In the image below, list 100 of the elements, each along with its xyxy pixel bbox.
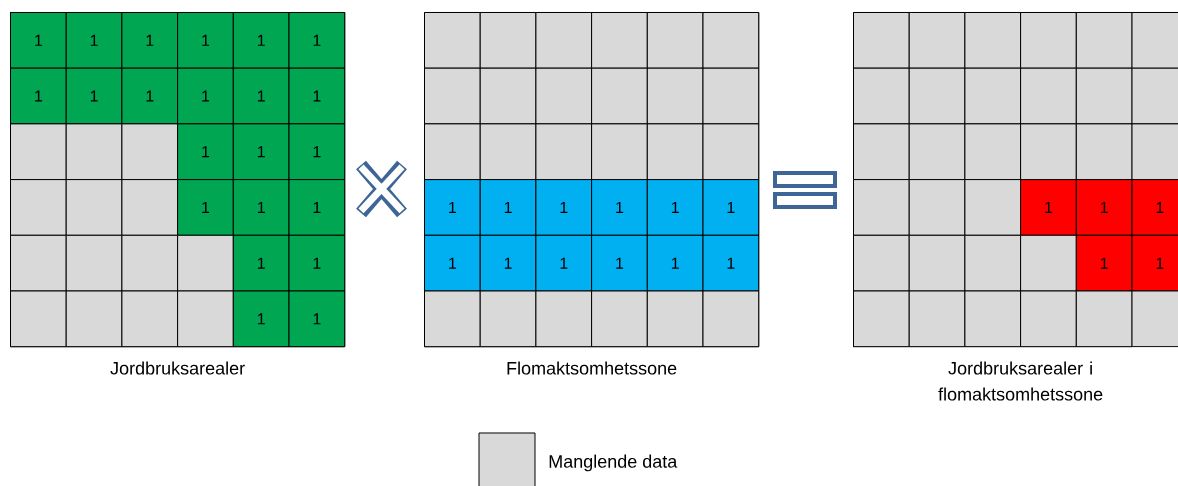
grid-cell: 1 xyxy=(535,179,593,236)
grid-cell xyxy=(702,290,760,348)
grid-cell xyxy=(1075,290,1133,348)
legend-label: Manglende data xyxy=(549,454,678,472)
grid-cell: 1 xyxy=(702,234,760,292)
grid-cell xyxy=(10,234,67,292)
grid-cell xyxy=(964,234,1022,292)
grid-cell: 1 xyxy=(591,179,648,236)
grid-cell xyxy=(121,234,179,292)
grid-cell xyxy=(1131,67,1178,125)
grid-cell xyxy=(121,123,179,181)
grid-cell xyxy=(964,123,1022,181)
grid-cell: 1 xyxy=(1020,179,1077,236)
grid-cell: 1 xyxy=(10,67,67,125)
grid-cell xyxy=(177,234,234,292)
grid-cell: 1 xyxy=(702,179,760,236)
grid-cell xyxy=(424,123,481,181)
grid-cell: 1 xyxy=(10,12,67,69)
grid-cell xyxy=(1020,123,1077,181)
grid-cell xyxy=(1020,67,1077,125)
grid-cell: 1 xyxy=(591,234,648,292)
grid-cell xyxy=(1075,123,1133,181)
grid-cell xyxy=(853,290,910,348)
grid-cell: 1 xyxy=(424,234,481,292)
grid-cell xyxy=(1075,12,1133,69)
grid-cell: 1 xyxy=(288,67,346,125)
grid-cell xyxy=(65,123,123,181)
grid-cell: 1 xyxy=(65,12,123,69)
grid-cell: 1 xyxy=(535,234,593,292)
grid-cell: 1 xyxy=(177,179,234,236)
grid-cell: 1 xyxy=(232,290,290,348)
grid-cell xyxy=(177,290,234,348)
grid-cell: 1 xyxy=(646,179,704,236)
grid-cell: 1 xyxy=(232,123,290,181)
grid-cell xyxy=(702,12,760,69)
grid-cell: 1 xyxy=(232,234,290,292)
grid-cell xyxy=(121,179,179,236)
grid-cell: 1 xyxy=(232,179,290,236)
grid-cell xyxy=(964,179,1022,236)
grid-cell xyxy=(591,67,648,125)
grid-cell: 1 xyxy=(177,67,234,125)
grid-cell: 1 xyxy=(1131,234,1178,292)
grid-cell: 1 xyxy=(1075,234,1133,292)
grid-cell xyxy=(853,179,910,236)
grid-cell xyxy=(591,123,648,181)
grid-cell xyxy=(702,67,760,125)
grid-cell: 1 xyxy=(479,179,537,236)
grid-cell xyxy=(121,290,179,348)
grid-cell xyxy=(1131,290,1178,348)
grid-cell xyxy=(65,290,123,348)
grid-cell: 1 xyxy=(479,234,537,292)
grid-cell xyxy=(591,290,648,348)
grid-cell: 1 xyxy=(121,67,179,125)
grid-cell xyxy=(424,290,481,348)
grid-cell xyxy=(591,12,648,69)
grid-cell xyxy=(424,67,481,125)
grid-caption: Jordbruksarealer i flomaktsomhetssone xyxy=(938,361,1103,401)
grid-cell xyxy=(853,234,910,292)
grid-cell xyxy=(1020,12,1077,69)
grid-cell: 1 xyxy=(288,234,346,292)
grid-cell xyxy=(646,290,704,348)
grid-cell xyxy=(535,123,593,181)
grid-cell xyxy=(10,290,67,348)
grid-cell xyxy=(535,67,593,125)
grid-cell xyxy=(908,234,966,292)
grid-cell xyxy=(479,12,537,69)
grid-cell xyxy=(424,12,481,69)
grid-caption: Jordbruksarealer xyxy=(110,361,245,375)
grid-cell xyxy=(964,290,1022,348)
grid-cell xyxy=(10,179,67,236)
grid-cell xyxy=(1131,12,1178,69)
grid-cell xyxy=(908,179,966,236)
grid-cell xyxy=(853,67,910,125)
grid-cell xyxy=(479,123,537,181)
grid-cell xyxy=(646,123,704,181)
grid-cell xyxy=(908,12,966,69)
grid-cell xyxy=(1075,67,1133,125)
grid-cell xyxy=(908,290,966,348)
grid-cell: 1 xyxy=(177,123,234,181)
grid-cell xyxy=(1131,123,1178,181)
grid-cell: 1 xyxy=(288,290,346,348)
grid-cell xyxy=(535,12,593,69)
grid-cell: 1 xyxy=(65,67,123,125)
grid-cell xyxy=(65,234,123,292)
grid-cell: 1 xyxy=(121,12,179,69)
grid-cell xyxy=(964,67,1022,125)
grid-cell xyxy=(10,123,67,181)
grid-cell: 1 xyxy=(232,67,290,125)
grid-cell: 1 xyxy=(424,179,481,236)
grid-cell xyxy=(535,290,593,348)
grid-cell: 1 xyxy=(1131,179,1178,236)
grid-cell xyxy=(853,12,910,69)
grid-cell xyxy=(1020,290,1077,348)
grid-cell xyxy=(479,290,537,348)
grid-caption: Flomaktsomhetssone xyxy=(507,361,677,375)
grid-cell: 1 xyxy=(177,12,234,69)
grid-cell xyxy=(853,123,910,181)
grid-cell: 1 xyxy=(288,12,346,69)
grid-cell xyxy=(1020,234,1077,292)
grid-cell: 1 xyxy=(232,12,290,69)
